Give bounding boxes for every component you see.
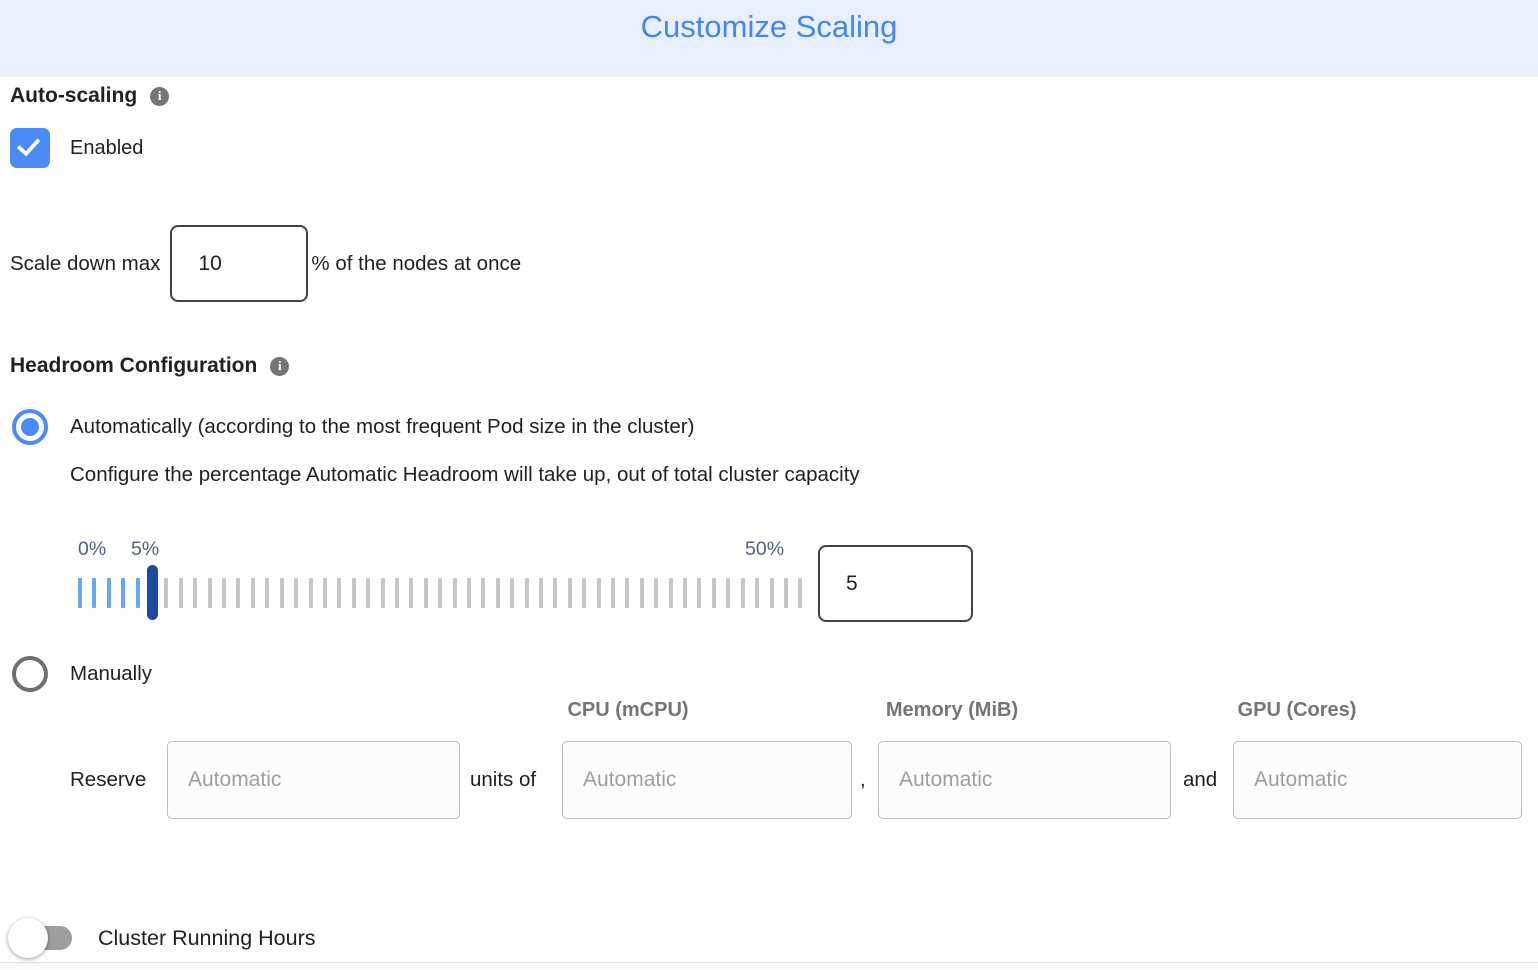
checkmark-icon xyxy=(16,132,41,157)
slider-tick xyxy=(409,578,414,608)
reserve-cpu-input[interactable] xyxy=(562,741,852,819)
scale-down-suffix: % of the nodes at once xyxy=(311,251,522,275)
slider-handle[interactable] xyxy=(147,565,158,620)
bottom-divider xyxy=(0,962,1538,963)
reserve-label: Reserve xyxy=(70,768,147,791)
slider-tick xyxy=(222,578,227,608)
automatic-radio[interactable] xyxy=(12,409,48,445)
auto-scaling-section-label: Auto-scaling i xyxy=(10,84,170,108)
slider-tick xyxy=(466,578,471,608)
reserve-units-input[interactable] xyxy=(167,741,460,819)
dialog-header: Customize Scaling xyxy=(0,0,1538,77)
cluster-running-hours-label: Cluster Running Hours xyxy=(98,925,316,950)
dialog-title: Customize Scaling xyxy=(640,9,898,44)
slider-tick xyxy=(250,578,255,608)
footer-strip xyxy=(0,963,1538,970)
slider-tick xyxy=(178,578,183,608)
reserve-memory-input[interactable] xyxy=(878,741,1171,819)
slider-tick xyxy=(236,578,241,608)
scale-down-row: Scale down max % of the nodes at once xyxy=(10,225,521,302)
auto-scaling-enabled-row: Enabled xyxy=(10,128,143,168)
manual-radio[interactable] xyxy=(12,656,48,692)
units-of-label: units of xyxy=(470,768,537,791)
slider-tick xyxy=(798,578,803,608)
slider-tick xyxy=(481,578,486,608)
auto-scaling-enabled-checkbox[interactable] xyxy=(10,128,50,168)
slider-tick xyxy=(740,578,745,608)
headroom-slider-ticks[interactable] xyxy=(78,578,803,608)
slider-tick xyxy=(193,578,198,608)
info-icon[interactable]: i xyxy=(270,356,290,376)
headroom-label: Headroom Configuration xyxy=(10,354,258,377)
slider-tick xyxy=(265,578,270,608)
cluster-running-hours-row: Cluster Running Hours xyxy=(8,918,316,958)
slider-tick xyxy=(668,578,673,608)
slider-tick xyxy=(106,578,111,608)
slider-tick xyxy=(625,578,630,608)
scale-down-max-input[interactable] xyxy=(170,225,309,302)
slider-tick xyxy=(769,578,774,608)
column-header-cpu: CPU (mCPU) xyxy=(567,699,689,721)
info-icon[interactable]: i xyxy=(150,86,170,106)
auto-scaling-label: Auto-scaling xyxy=(10,84,138,107)
slider-tick xyxy=(337,578,342,608)
slider-tick xyxy=(92,578,97,608)
headroom-automatic-option: Automatically (according to the most fre… xyxy=(12,409,694,445)
slider-tick xyxy=(308,578,313,608)
headroom-manual-option: Manually xyxy=(12,656,152,692)
slider-tick xyxy=(697,578,702,608)
slider-tick xyxy=(366,578,371,608)
slider-tick xyxy=(294,578,299,608)
slider-tick xyxy=(553,578,558,608)
slider-tick xyxy=(452,578,457,608)
comma-separator: , xyxy=(860,768,866,791)
slider-tick xyxy=(510,578,515,608)
slider-min-label: 0% xyxy=(78,538,107,560)
slider-tick xyxy=(207,578,212,608)
automatic-option-label[interactable]: Automatically (according to the most fre… xyxy=(70,415,695,438)
manual-option-label[interactable]: Manually xyxy=(70,662,153,685)
radio-dot-icon xyxy=(21,418,39,436)
slider-tick xyxy=(279,578,284,608)
slider-current-label: 5% xyxy=(131,538,160,560)
slider-tick xyxy=(351,578,356,608)
slider-max-label: 50% xyxy=(745,538,785,560)
scale-down-prefix: Scale down max xyxy=(10,251,161,275)
slider-tick xyxy=(582,578,587,608)
slider-tick xyxy=(135,578,140,608)
slider-tick xyxy=(380,578,385,608)
slider-tick xyxy=(711,578,716,608)
slider-tick xyxy=(567,578,572,608)
slider-tick xyxy=(596,578,601,608)
reserve-gpu-input[interactable] xyxy=(1233,741,1522,819)
slider-tick xyxy=(423,578,428,608)
slider-tick xyxy=(495,578,500,608)
slider-tick xyxy=(539,578,543,608)
column-header-gpu: GPU (Cores) xyxy=(1237,699,1357,721)
headroom-slider: 0% 5% 50% xyxy=(78,538,803,633)
cluster-running-hours-toggle[interactable] xyxy=(8,918,72,958)
slider-tick xyxy=(78,578,82,608)
headroom-percentage-input[interactable] xyxy=(818,545,973,622)
headroom-section-label: Headroom Configuration i xyxy=(10,354,290,378)
slider-tick xyxy=(438,578,443,608)
slider-tick xyxy=(611,578,616,608)
slider-tick xyxy=(755,578,760,608)
and-label: and xyxy=(1183,768,1218,791)
slider-tick xyxy=(783,578,788,608)
slider-tick xyxy=(683,578,688,608)
toggle-knob-icon xyxy=(8,918,48,958)
slider-tick xyxy=(639,578,644,608)
slider-tick xyxy=(654,578,659,608)
automatic-description: Configure the percentage Automatic Headr… xyxy=(70,463,860,486)
slider-tick xyxy=(121,578,126,608)
slider-tick xyxy=(322,578,327,608)
slider-tick xyxy=(726,578,731,608)
slider-tick xyxy=(524,578,529,608)
slider-tick xyxy=(164,578,169,608)
slider-tick xyxy=(394,578,399,608)
column-header-memory: Memory (MiB) xyxy=(885,699,1019,721)
enabled-label: Enabled xyxy=(70,136,144,159)
